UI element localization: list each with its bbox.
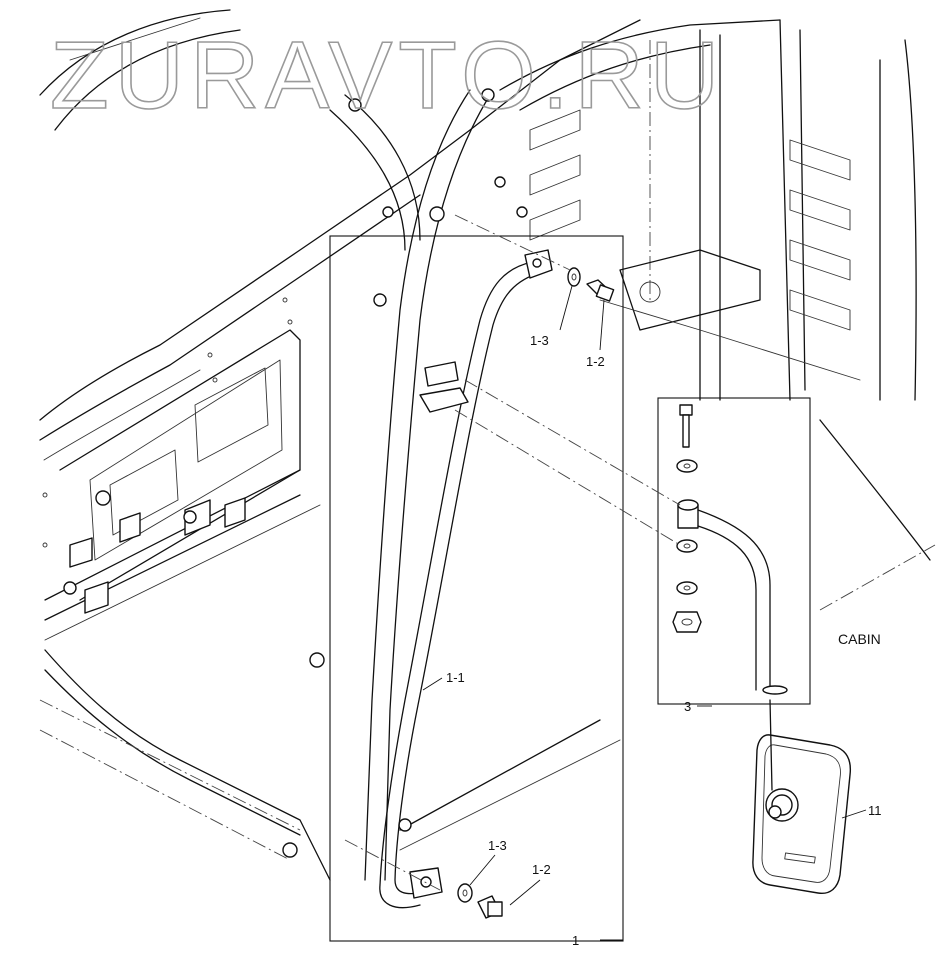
pipe-1-1: [379, 249, 553, 909]
watermark: ZURAVTO.RU: [50, 22, 725, 129]
callout-washer-upper: 1-3: [530, 333, 549, 348]
upper-washer-1-3: [567, 267, 581, 287]
callout-bolt-upper: 1-2: [586, 354, 605, 369]
alignment-lines: [344, 214, 681, 891]
lower-bolt-1-2: [477, 895, 503, 919]
section-label: CABIN: [838, 631, 881, 647]
upper-bolt-1-2: [586, 279, 615, 302]
assembly-3-frame: [657, 397, 811, 705]
callout-pipe-1-1: 1-1: [446, 670, 465, 685]
assembly-1-frame: [329, 235, 624, 942]
callout-assembly-1: 1: [572, 933, 579, 948]
lower-washer-1-3: [457, 883, 473, 903]
mirror-11: [752, 699, 852, 895]
callout-bolt-lower: 1-2: [532, 862, 551, 877]
callout-mirror-11: 11: [868, 803, 882, 818]
callout-washer-lower: 1-3: [488, 838, 507, 853]
callout-leaders: [422, 285, 867, 941]
mirror-stay-3: [672, 404, 788, 695]
cabin-frame-drawing: [39, 9, 936, 881]
callout-assembly-3: 3: [684, 699, 691, 714]
